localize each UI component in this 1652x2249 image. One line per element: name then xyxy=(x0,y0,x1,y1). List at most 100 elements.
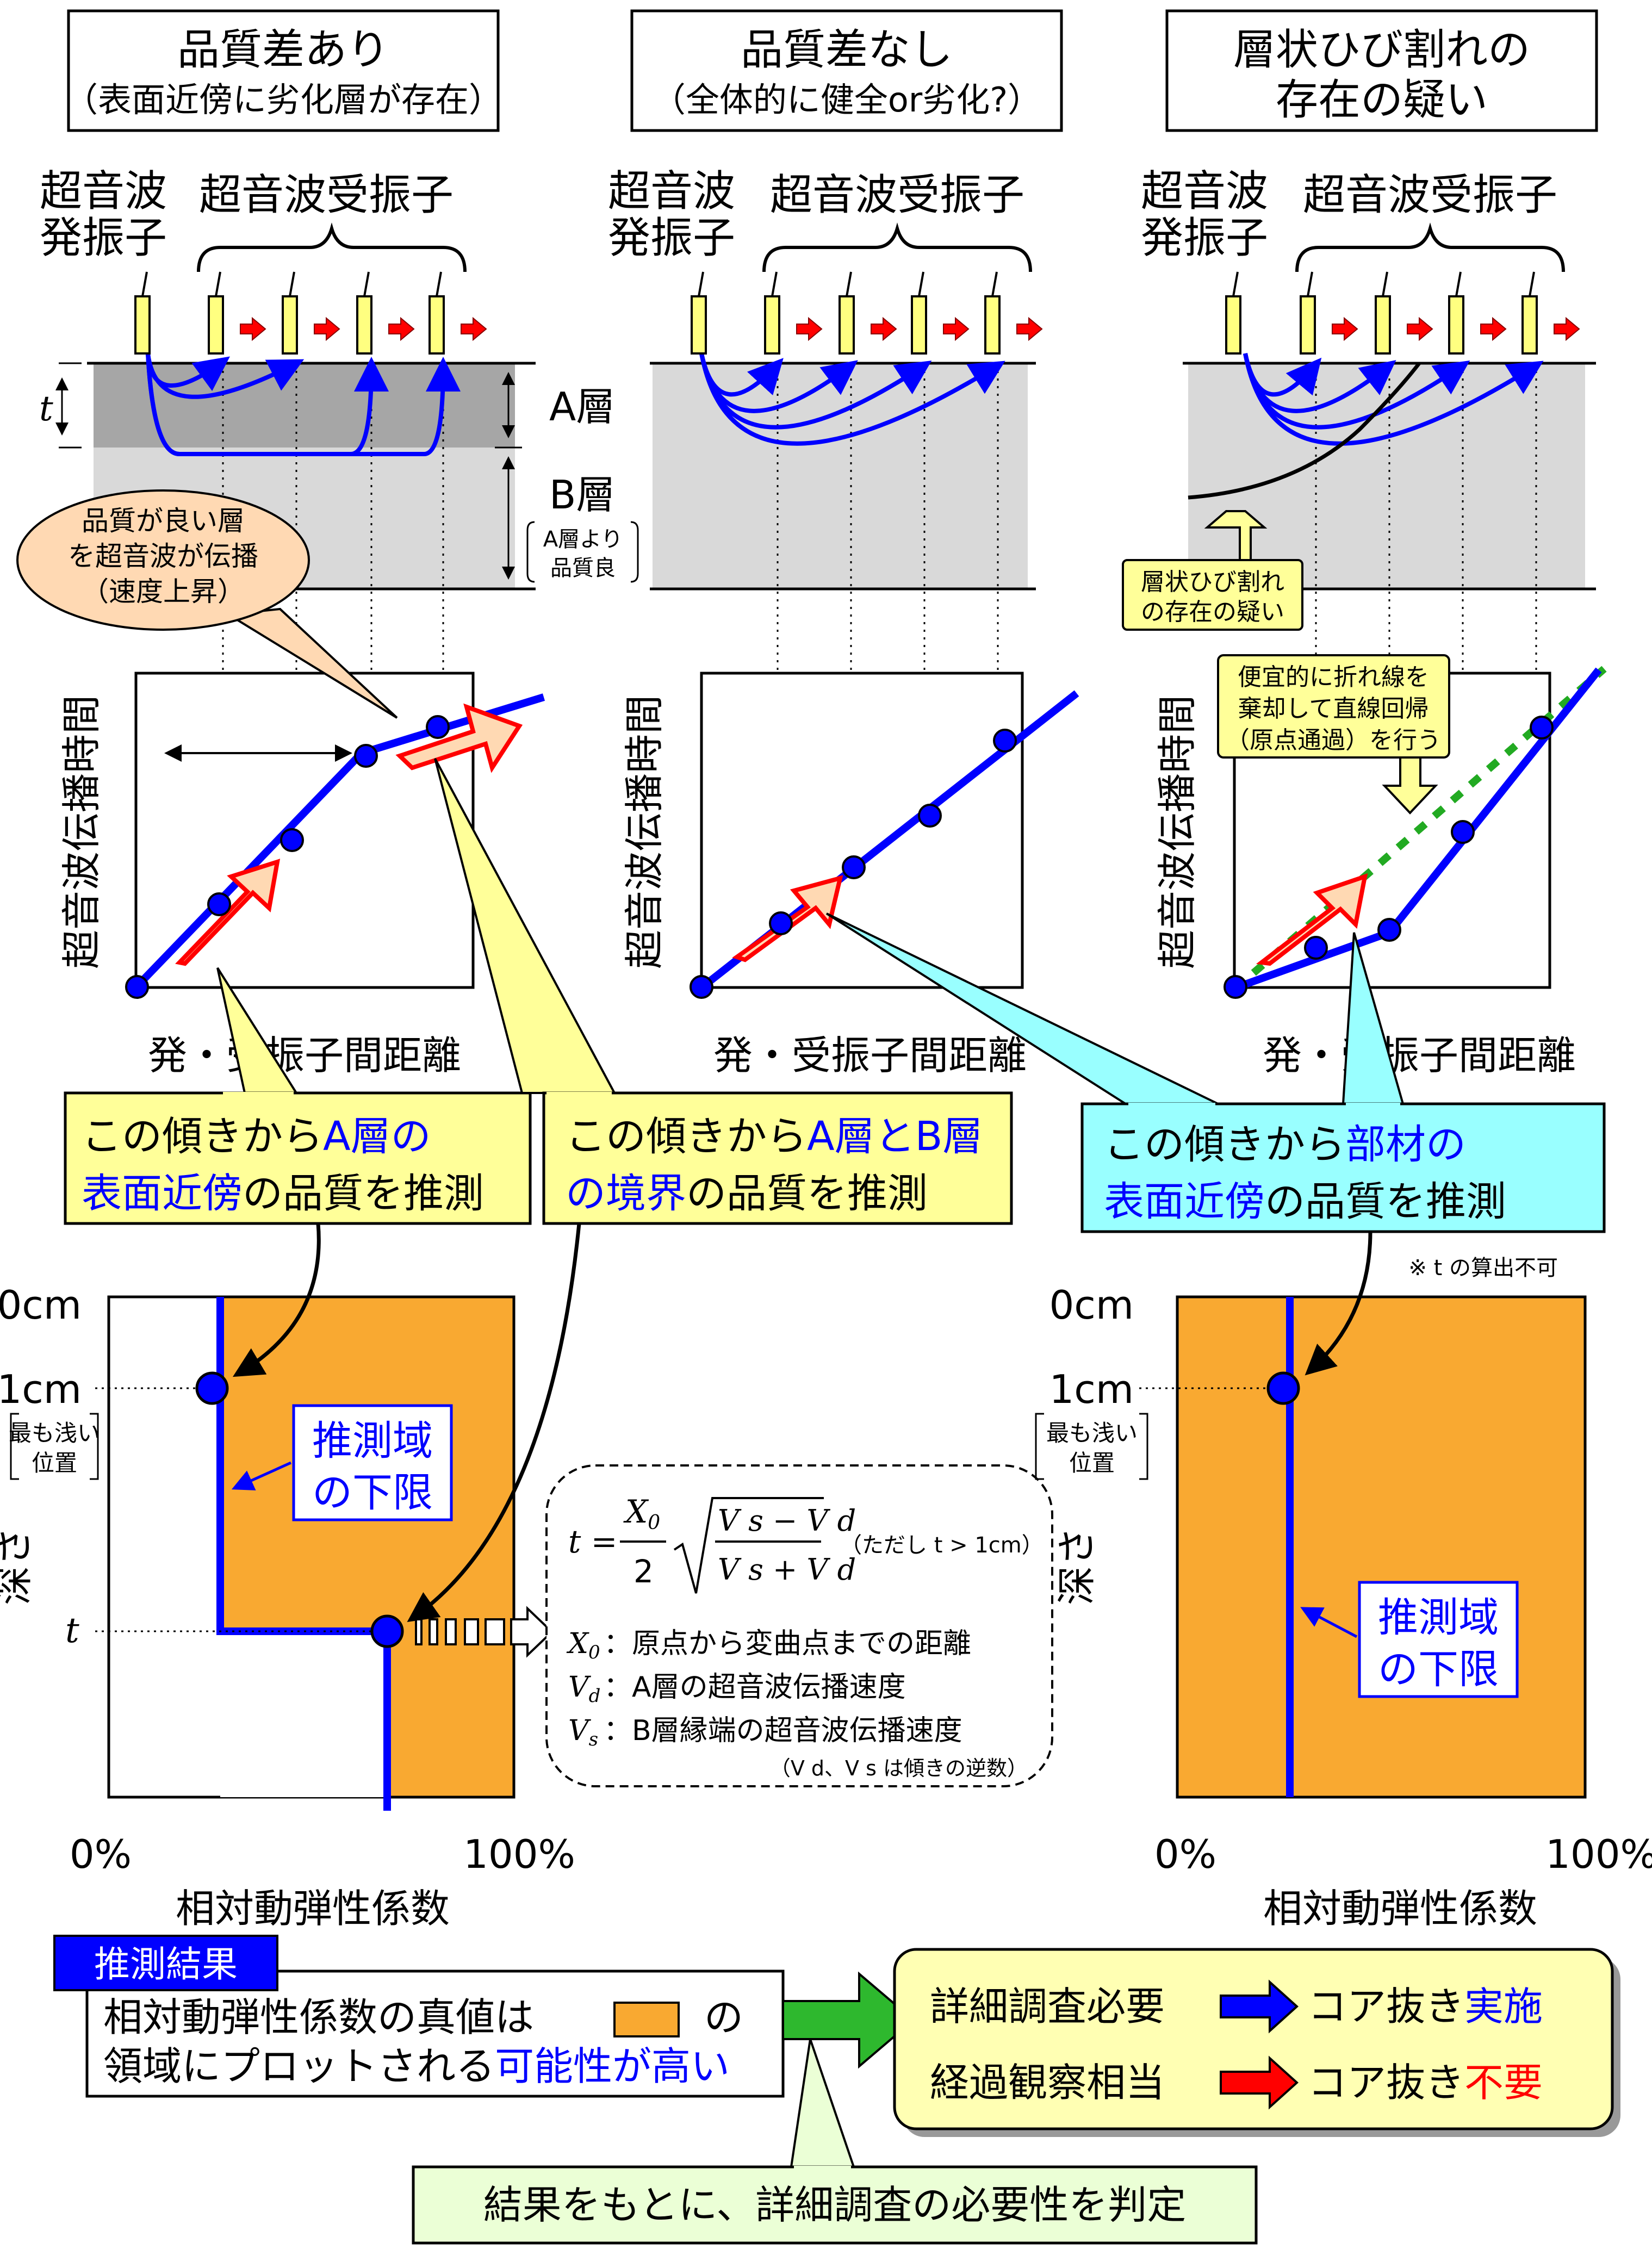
crack-callout: 層状ひび割れ の存在の疑い xyxy=(1122,559,1303,631)
lead-wire xyxy=(1382,271,1388,297)
move-arrow-1-4 xyxy=(461,316,487,341)
good-layer-callout: 品質が良い層 を超音波が伝播 （速度上昇） xyxy=(16,489,398,719)
t-label: t xyxy=(39,389,53,429)
lead-wire xyxy=(289,271,295,297)
lead-wire xyxy=(1307,271,1313,297)
svg-text:品質差なし: 品質差なし xyxy=(741,26,953,74)
estimate-lower-bound-2: 推測域 の下限 xyxy=(1300,1581,1519,1698)
column-title-2: 品質差なし （全体的に健全or劣化?） xyxy=(630,9,1063,132)
move-arrow-1-2 xyxy=(314,316,340,341)
svg-text:Vs: Vs xyxy=(568,1714,598,1750)
layer-side-labels: A層 B層 A層より 品質良 xyxy=(495,362,639,590)
svg-text:V s + V d: V s + V d xyxy=(718,1552,856,1587)
svg-text:を超音波が伝播: を超音波が伝播 xyxy=(68,540,258,572)
svg-text:Vd: Vd xyxy=(568,1671,600,1707)
svg-text:超音波: 超音波 xyxy=(608,167,735,216)
svg-text:100%: 100% xyxy=(1545,1831,1652,1877)
svg-text:深さ: 深さ xyxy=(0,1527,36,1605)
x-axis-label-1: 発・受振子間距離 xyxy=(148,1033,461,1078)
move-arrow-3-1 xyxy=(1332,316,1358,341)
callout-3: この傾きから部材の 表面近傍の品質を推測 xyxy=(825,912,1606,1233)
svg-text:A層より: A層より xyxy=(543,527,623,552)
svg-text:表面近傍の品質を推測: 表面近傍の品質を推測 xyxy=(82,1170,484,1217)
y-axis-label-2: 超音波伝播時間 xyxy=(622,695,667,969)
svg-text:0cm: 0cm xyxy=(1049,1282,1134,1328)
lead-wire xyxy=(141,271,148,297)
column-title-3: 層状ひび割れの 存在の疑い xyxy=(1165,9,1598,132)
svg-text:この傾きからA層の: この傾きからA層の xyxy=(82,1113,431,1160)
lead-wire xyxy=(846,271,852,297)
svg-text:発振子: 発振子 xyxy=(40,214,167,263)
svg-text:発振子: 発振子 xyxy=(1141,214,1268,263)
receiver-1-3 xyxy=(356,295,372,355)
lead-wire xyxy=(215,271,221,297)
transducer-labels-3: 超音波 発振子 超音波受振子 xyxy=(1141,167,1565,272)
svg-text:領域にプロットされる可能性が高い: 領域にプロットされる可能性が高い xyxy=(103,2043,730,2089)
svg-text:（ただし t > 1cm）: （ただし t > 1cm） xyxy=(840,1533,1044,1558)
svg-text:（原点通過）を行う: （原点通過）を行う xyxy=(1226,726,1441,754)
svg-text:詳細調査必要: 詳細調査必要 xyxy=(930,1984,1165,2029)
svg-text:V s − V d: V s − V d xyxy=(718,1504,856,1538)
svg-text:この傾きからA層とB層: この傾きからA層とB層 xyxy=(566,1113,983,1160)
svg-text:の下限: の下限 xyxy=(1378,1646,1499,1693)
x-axis-label-3: 発・受振子間距離 xyxy=(1263,1033,1576,1078)
receiver-1-4 xyxy=(428,295,445,355)
svg-text:t =: t = xyxy=(568,1523,617,1560)
svg-text:t: t xyxy=(65,1611,79,1651)
svg-text:0cm: 0cm xyxy=(0,1282,82,1328)
svg-text:存在の疑い: 存在の疑い xyxy=(1276,76,1488,125)
svg-text:便宜的に折れ線を: 便宜的に折れ線を xyxy=(1238,663,1429,691)
y-axis-label-1: 超音波伝播時間 xyxy=(59,695,104,969)
layer-b-label: B層 xyxy=(549,472,615,518)
lead-wire xyxy=(1455,271,1462,297)
svg-text:推測域: 推測域 xyxy=(312,1418,433,1464)
lead-wire xyxy=(771,271,778,297)
svg-text:の境界の品質を推測: の境界の品質を推測 xyxy=(566,1170,928,1217)
svg-text:（表面近傍に劣化層が存在）: （表面近傍に劣化層が存在） xyxy=(64,80,502,120)
svg-text:深さ: 深さ xyxy=(1054,1527,1100,1605)
t-not-computable-note: ※ t の算出不可 xyxy=(1408,1256,1558,1281)
svg-text:：A層の超音波伝播速度: ：A層の超音波伝播速度 xyxy=(604,1671,906,1704)
emitter-3 xyxy=(1225,295,1241,355)
svg-text:最も浅い: 最も浅い xyxy=(1046,1420,1138,1446)
lead-wire xyxy=(436,271,442,297)
transducer-labels-1: 超音波 発振子 超音波受振子 xyxy=(40,167,467,272)
svg-text:X0: X0 xyxy=(623,1493,660,1534)
receiver-2-2 xyxy=(839,295,855,355)
layer-section-2 xyxy=(650,353,1036,984)
receiver-3-2 xyxy=(1375,295,1391,355)
svg-text:この傾きから部材の: この傾きから部材の xyxy=(1104,1121,1466,1168)
svg-text:の存在の疑い: の存在の疑い xyxy=(1141,598,1284,626)
emitter-2 xyxy=(691,295,707,355)
svg-text:コア抜き不要: コア抜き不要 xyxy=(1308,2060,1543,2105)
transducer-row xyxy=(134,271,1580,355)
crack-line xyxy=(1188,362,1421,500)
orange-swatch xyxy=(613,2002,680,2037)
lead-wire xyxy=(1529,271,1535,297)
result-tag: 推測結果 xyxy=(94,1943,238,1985)
svg-text:発振子: 発振子 xyxy=(608,214,735,263)
receiver-2-3 xyxy=(911,295,927,355)
y-axis-label-3: 超音波伝播時間 xyxy=(1154,695,1200,969)
svg-text:0%: 0% xyxy=(70,1831,132,1877)
svg-text:（V d、V s は傾きの逆数）: （V d、V s は傾きの逆数） xyxy=(770,1756,1028,1780)
svg-text:表面近傍の品質を推測: 表面近傍の品質を推測 xyxy=(1104,1178,1506,1225)
lead-wire xyxy=(1232,271,1239,297)
layer-a-label: A層 xyxy=(549,384,615,430)
callout-2: この傾きからA層とB層 の境界の品質を推測 xyxy=(434,758,1013,1225)
svg-text:層状ひび割れの: 層状ひび割れの xyxy=(1233,26,1530,74)
transducer-labels-2: 超音波 発振子 超音波受振子 xyxy=(608,167,1032,272)
svg-text:品質が良い層: 品質が良い層 xyxy=(82,505,245,537)
svg-text:品質差あり: 品質差あり xyxy=(177,26,389,74)
x-axis-label-2: 発・受振子間距離 xyxy=(713,1033,1027,1078)
svg-text:推測域: 推測域 xyxy=(1378,1594,1499,1641)
receiver-3-3 xyxy=(1448,295,1464,355)
striped-arrow xyxy=(415,1606,554,1658)
time-chart-1: 超音波伝播時間 発・受振子間距離 xyxy=(59,672,545,1078)
svg-text:超音波: 超音波 xyxy=(40,167,167,216)
svg-text:X0: X0 xyxy=(566,1627,600,1663)
svg-text:経過観察相当: 経過観察相当 xyxy=(930,2060,1165,2105)
svg-text:層状ひび割れ: 層状ひび割れ xyxy=(1141,568,1284,596)
svg-text:位置: 位置 xyxy=(32,1450,77,1476)
